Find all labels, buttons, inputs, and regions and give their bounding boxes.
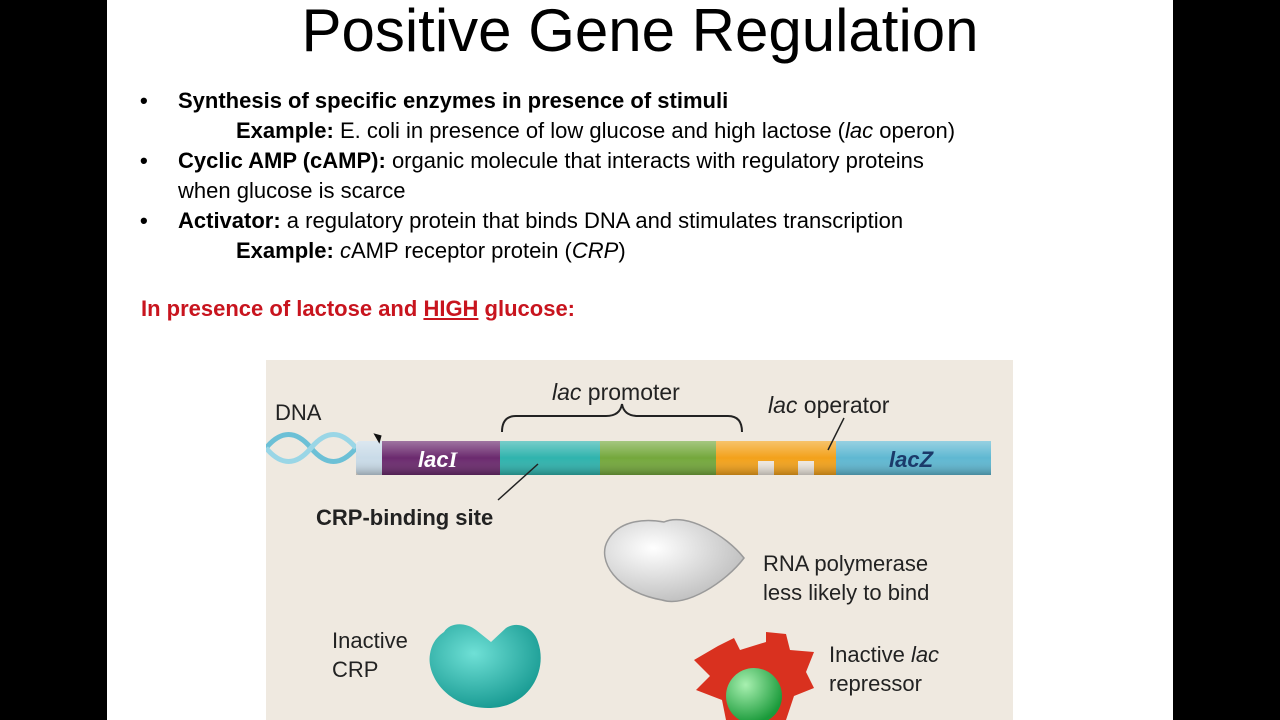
heading-underlined: HIGH bbox=[423, 296, 479, 321]
heading-post: glucose: bbox=[478, 296, 576, 321]
heading-pre: In presence of lactose and bbox=[141, 296, 424, 321]
slide-title: Positive Gene Regulation bbox=[301, 0, 979, 64]
bullet-2-continued: when glucose is scarce bbox=[140, 176, 1140, 206]
bullet-3-term: Activator: bbox=[178, 208, 281, 233]
dna-helix bbox=[266, 432, 358, 464]
example-text: AMP receptor protein ( bbox=[350, 238, 572, 263]
crp-label-line2: CRP bbox=[332, 657, 378, 682]
dna-shading bbox=[356, 441, 991, 475]
lac-operon-figure: DNA lac promoter lac operator lacI lacZ … bbox=[266, 360, 1013, 720]
bullet-1-example: Example: E. coli in presence of low gluc… bbox=[140, 116, 1140, 146]
repressor-label-line1: Inactive lac bbox=[829, 642, 939, 667]
operon-diagram: DNA lac promoter lac operator lacI lacZ … bbox=[266, 379, 991, 720]
example-label: Example: bbox=[236, 238, 334, 263]
rna-polymerase-shape bbox=[603, 518, 745, 603]
bullet-list: • Synthesis of specific enzymes in prese… bbox=[140, 86, 1140, 266]
bullet-3-text: a regulatory protein that binds DNA and … bbox=[280, 208, 904, 233]
promoter-bracket bbox=[501, 403, 743, 433]
operator-pointer bbox=[827, 417, 845, 451]
bullet-2: • Cyclic AMP (cAMP): organic molecule th… bbox=[140, 146, 1140, 176]
crp-binding-site-label: CRP-binding site bbox=[316, 505, 493, 530]
bullet-2-text: organic molecule that interacts with reg… bbox=[385, 148, 924, 173]
repressor-label-line2: repressor bbox=[829, 671, 922, 696]
example-text-end: ) bbox=[618, 238, 626, 263]
crp-label-line1: Inactive bbox=[332, 628, 408, 653]
inducer-molecule bbox=[726, 668, 782, 720]
bullet-3-example: Example: cAMP receptor protein (CRP) bbox=[140, 236, 1140, 266]
dna-label: DNA bbox=[275, 400, 322, 425]
bullet-2-term: Cyclic AMP (cAMP): bbox=[178, 148, 386, 173]
laci-label: lacI bbox=[418, 447, 459, 472]
example-italic: lac bbox=[845, 118, 874, 143]
example-label: Example: bbox=[236, 118, 334, 143]
rnap-label-line2: less likely to bind bbox=[763, 580, 929, 605]
bullet-2-cont-text: when glucose is scarce bbox=[178, 178, 406, 203]
example-text: E. coli in presence of low glucose and h… bbox=[333, 118, 846, 143]
slide: Positive Gene Regulation • Synthesis of … bbox=[107, 0, 1173, 720]
example-text-end: operon) bbox=[873, 118, 956, 143]
operator-label: lac operator bbox=[768, 392, 890, 418]
bullet-1-text: Synthesis of specific enzymes in presenc… bbox=[178, 88, 729, 113]
inactive-crp-shape bbox=[429, 624, 541, 708]
bullet-dot: • bbox=[140, 208, 148, 233]
bullet-3: • Activator: a regulatory protein that b… bbox=[140, 206, 1140, 236]
rnap-label-line1: RNA polymerase bbox=[763, 551, 928, 576]
example-italic: CRP bbox=[571, 238, 619, 263]
bullet-1: • Synthesis of specific enzymes in prese… bbox=[140, 86, 1140, 116]
crp-site-pointer bbox=[497, 463, 539, 501]
example-italic-c: c bbox=[333, 238, 351, 263]
lacz-label: lacZ bbox=[889, 447, 935, 472]
bullet-dot: • bbox=[140, 148, 148, 173]
section-heading: In presence of lactose and HIGH glucose: bbox=[141, 296, 575, 322]
promoter-label: lac promoter bbox=[552, 379, 680, 405]
bullet-dot: • bbox=[140, 88, 148, 113]
